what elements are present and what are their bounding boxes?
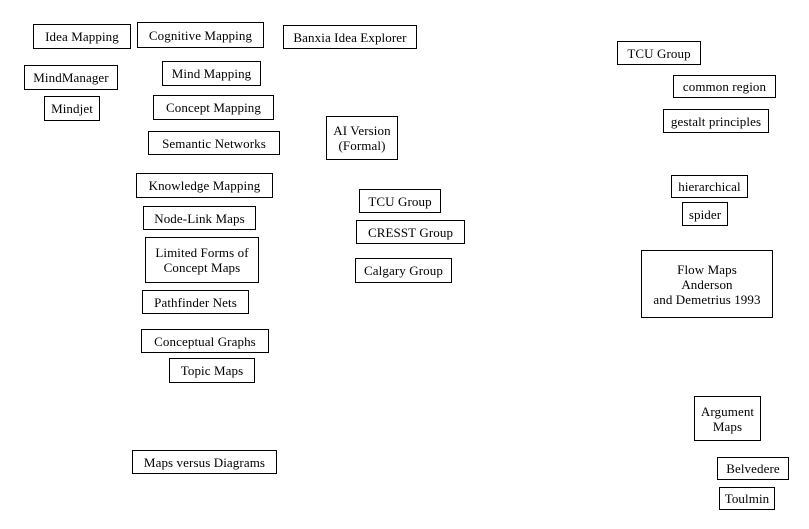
node-semantic-networks[interactable]: Semantic Networks — [148, 131, 280, 155]
node-toulmin[interactable]: Toulmin — [719, 487, 775, 510]
node-label-line: Pathfinder Nets — [154, 294, 237, 310]
node-label-line: gestalt principles — [670, 113, 762, 129]
node-label-line: Concept Maps — [163, 260, 241, 275]
node-gestalt-principles[interactable]: gestalt principles — [663, 109, 769, 133]
node-label-line: (Formal) — [338, 138, 386, 153]
node-conceptual-graphs[interactable]: Conceptual Graphs — [141, 329, 269, 353]
node-hierarchical[interactable]: hierarchical — [671, 175, 748, 198]
node-label-line: Topic Maps — [180, 363, 244, 378]
node-knowledge-mapping[interactable]: Knowledge Mapping — [136, 173, 273, 198]
node-label-line: Anderson — [681, 276, 733, 292]
node-label-line: Flow Maps — [677, 261, 737, 277]
node-ai-version-formal[interactable]: AI Version(Formal) — [326, 116, 398, 160]
node-mindmanager[interactable]: MindManager — [24, 65, 118, 90]
node-label-line: and Demetrius 1993 — [653, 291, 761, 307]
node-label-line: MindManager — [33, 70, 109, 85]
node-pathfinder-nets[interactable]: Pathfinder Nets — [142, 290, 249, 314]
node-topic-maps[interactable]: Topic Maps — [169, 358, 255, 383]
node-node-link-maps[interactable]: Node-Link Maps — [143, 206, 256, 230]
node-label-line: Mind Mapping — [171, 66, 252, 81]
node-label-line: Mindjet — [51, 101, 93, 116]
node-label-line: Semantic Networks — [162, 135, 266, 151]
node-tcu-group-middle[interactable]: TCU Group — [359, 189, 441, 213]
node-label-line: Maps versus Diagrams — [143, 454, 266, 470]
node-idea-mapping[interactable]: Idea Mapping — [33, 24, 131, 49]
node-label-line: Argument — [700, 403, 755, 419]
node-label-line: AI Version — [333, 123, 391, 138]
node-label-line: TCU Group — [368, 193, 432, 209]
node-label-line: Banxia Idea Explorer — [293, 29, 407, 45]
node-cresst-group[interactable]: CRESST Group — [356, 220, 465, 244]
node-cognitive-mapping[interactable]: Cognitive Mapping — [137, 22, 264, 48]
node-spider[interactable]: spider — [682, 202, 728, 226]
node-label-line: Conceptual Graphs — [154, 333, 256, 349]
node-mindjet[interactable]: Mindjet — [44, 96, 100, 121]
node-label-line: Idea Mapping — [45, 29, 119, 44]
node-label-line: hierarchical — [678, 179, 741, 194]
node-label-line: common region — [682, 79, 767, 94]
node-banxia-idea-explorer[interactable]: Banxia Idea Explorer — [283, 25, 417, 49]
node-label-line: TCU Group — [627, 45, 691, 61]
node-label-line: Belvedere — [726, 461, 780, 476]
node-label-line: Maps — [712, 418, 743, 434]
node-label-line: spider — [688, 206, 722, 222]
node-calgary-group[interactable]: Calgary Group — [355, 258, 452, 283]
node-belvedere[interactable]: Belvedere — [717, 457, 789, 480]
node-label-line: Limited Forms of — [155, 245, 249, 260]
node-maps-versus-diagrams[interactable]: Maps versus Diagrams — [132, 450, 277, 474]
node-label-line: Knowledge Mapping — [148, 178, 261, 193]
node-label-line: Concept Mapping — [165, 100, 261, 115]
node-common-region[interactable]: common region — [673, 75, 776, 98]
node-label-line: Calgary Group — [364, 263, 443, 278]
node-concept-mapping[interactable]: Concept Mapping — [153, 95, 274, 120]
node-tcu-group-right[interactable]: TCU Group — [617, 41, 701, 65]
node-label-line: Node-Link Maps — [154, 210, 245, 226]
node-label-line: Cognitive Mapping — [148, 27, 253, 43]
node-label-line: Toulmin — [724, 491, 770, 506]
node-label-line: CRESST Group — [367, 224, 454, 240]
node-mind-mapping[interactable]: Mind Mapping — [162, 61, 261, 86]
